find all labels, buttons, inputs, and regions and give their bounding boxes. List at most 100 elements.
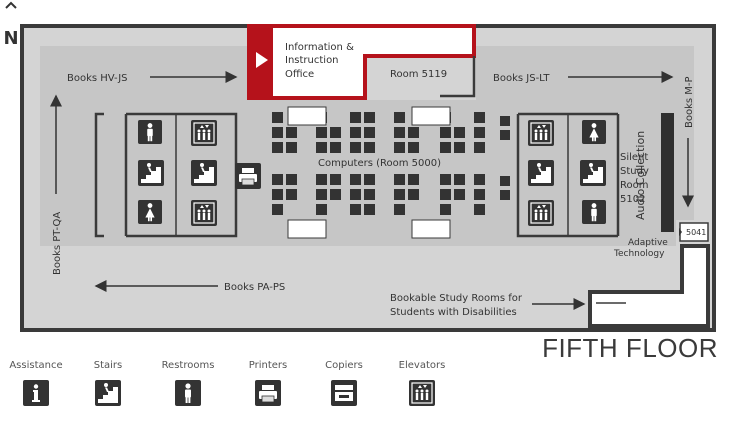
computer-workstation: [272, 204, 283, 215]
computer-workstation: [408, 189, 419, 200]
silent-study-label-3: Room: [620, 180, 648, 191]
legend-label: Copiers: [325, 360, 363, 371]
computer-workstation: [474, 127, 485, 138]
copier-icon: [331, 380, 357, 406]
computer-workstation: [350, 204, 361, 215]
computer-workstation: [474, 112, 485, 123]
legend: Assistance Stairs Restrooms Printers Cop…: [0, 360, 480, 420]
books-pt-qa-label: Books PT-QA: [52, 212, 63, 275]
silent-study-label-2: Study: [620, 166, 649, 177]
computer-workstation: [316, 204, 327, 215]
legend-label: Assistance: [9, 360, 63, 371]
silent-study-label-4: 5102: [620, 194, 645, 205]
computer-workstation: [364, 174, 375, 185]
computer-workstation: [394, 127, 405, 138]
room-5041-pointer-icon: [679, 228, 682, 236]
printer-icon: [255, 380, 281, 406]
computer-workstation: [394, 204, 405, 215]
computer-workstation: [316, 189, 327, 200]
computer-workstation: [440, 189, 451, 200]
computer-workstation: [272, 174, 283, 185]
books-hv-js-label: Books HV-JS: [67, 73, 128, 84]
computer-workstation: [454, 174, 465, 185]
computers-label: Computers (Room 5000): [318, 158, 441, 169]
restroom-men-icon: [138, 120, 162, 144]
computer-workstation: [286, 127, 297, 138]
audio-collection-shelf: [661, 113, 674, 232]
north-compass: N: [3, 1, 19, 49]
computer-workstation: [330, 127, 341, 138]
computer-workstation: [350, 174, 361, 185]
computer-table: [287, 106, 327, 126]
legend-label: Restrooms: [161, 360, 215, 371]
legend-item-copiers: Copiers: [312, 360, 376, 406]
computer-workstation: [408, 174, 419, 185]
computer-workstation: [454, 127, 465, 138]
computer-workstation: [408, 127, 419, 138]
adaptive-tech-label-2: Technology: [613, 249, 665, 259]
info-office-label-1: Information &: [285, 42, 354, 53]
computer-workstation: [350, 142, 361, 153]
computer-workstation: [330, 174, 341, 185]
computer-workstation: [364, 142, 375, 153]
books-js-lt-label: Books JS-LT: [493, 73, 550, 84]
info-office-label-3: Office: [285, 69, 314, 80]
adaptive-tech-label-1: Adaptive: [628, 238, 668, 248]
computer-workstation: [316, 142, 327, 153]
books-pa-ps-label: Books PA-PS: [224, 282, 285, 293]
computer-workstation: [350, 189, 361, 200]
legend-item-printers: Printers: [236, 360, 300, 406]
computer-workstation: [286, 142, 297, 153]
elevator-icon: [191, 120, 217, 146]
computer-workstation: [316, 127, 327, 138]
audio-collection-label: Audio Collection: [634, 131, 647, 220]
room-5119[interactable]: [367, 58, 474, 96]
right-core: [516, 112, 620, 238]
elevator-icon: [409, 380, 435, 406]
legend-label: Printers: [248, 360, 288, 371]
computer-workstation: [286, 174, 297, 185]
compass-label: N: [3, 28, 18, 49]
legend-label: Stairs: [93, 360, 123, 371]
legend-item-elevators: Elevators: [390, 360, 454, 406]
computer-workstation: [440, 142, 451, 153]
computer-workstation: [474, 174, 485, 185]
computer-workstation: [272, 112, 283, 123]
computer-workstation: [394, 174, 405, 185]
legend-label: Elevators: [398, 360, 446, 371]
compass-arrow-icon: [5, 1, 17, 9]
computer-workstation: [330, 142, 341, 153]
elevator-icon: [528, 200, 554, 226]
restroom-women-icon: [138, 200, 162, 224]
computer-workstation: [272, 142, 283, 153]
stairs-icon: [138, 160, 164, 186]
legend-item-restrooms: Restrooms: [156, 360, 220, 406]
computer-workstation: [350, 112, 361, 123]
computer-workstation: [454, 142, 465, 153]
computer-table: [287, 219, 327, 239]
computer-workstation: [350, 127, 361, 138]
stairs-icon: [191, 160, 217, 186]
books-m-p-label: Books M-P: [684, 76, 695, 128]
computer-workstation: [474, 204, 485, 215]
computer-workstation: [440, 174, 451, 185]
restroom-men-icon: [582, 200, 606, 224]
printer-icon: [235, 163, 261, 189]
computer-workstation: [394, 112, 405, 123]
room-5119-label: Room 5119: [390, 69, 447, 80]
computer-workstation: [440, 127, 451, 138]
computer-table: [411, 219, 451, 239]
computer-workstation: [272, 127, 283, 138]
stairs-icon: [580, 160, 606, 186]
restroom-women-icon: [582, 120, 606, 144]
floor-title: FIFTH FLOOR: [542, 333, 718, 363]
computer-workstation: [394, 189, 405, 200]
bookable-rooms-fill: [684, 248, 706, 292]
assistance-icon: [23, 380, 49, 406]
computer-workstation: [272, 189, 283, 200]
computer-workstation: [286, 189, 297, 200]
silent-study-label-1: Silent: [620, 152, 648, 163]
room-5041-label: 5041: [686, 228, 706, 237]
computer-workstation: [474, 189, 485, 200]
computer-table: [411, 106, 451, 126]
